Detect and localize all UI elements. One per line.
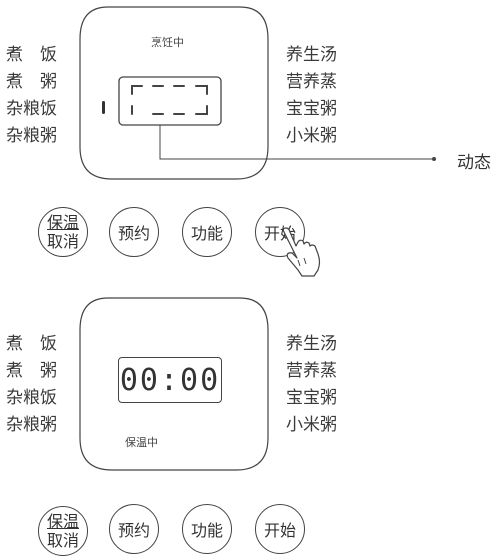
function-label: 功能 [190, 521, 223, 540]
pressing-hand-icon [282, 227, 321, 277]
keep-warm-cancel-button[interactable]: 保温 取消 [38, 506, 88, 556]
menu-item-multigrain-rice: 杂粮饭 [6, 388, 57, 408]
keep-warm-label: 保温 [46, 512, 79, 531]
menu-item-multigrain-porridge: 杂粮粥 [6, 415, 57, 435]
menu-item-cook-rice: 煮 饭 [6, 45, 57, 65]
start-label: 开始 [263, 521, 296, 540]
reserve-label: 预约 [117, 224, 150, 243]
menu-item-health-soup: 养生汤 [286, 45, 337, 65]
menu-item-cook-porridge: 煮 粥 [6, 361, 57, 381]
menu-item-cook-rice: 煮 饭 [6, 334, 57, 354]
callout-leader-line [159, 125, 436, 161]
menu-item-nutrition-steam: 营养蒸 [286, 361, 337, 381]
menu-item-multigrain-rice: 杂粮饭 [6, 99, 57, 119]
menu-item-cook-porridge: 煮 粥 [6, 72, 57, 92]
display-screen-outline [79, 297, 269, 471]
display-screen-outline [79, 6, 269, 180]
segment-display-dynamic [118, 76, 222, 126]
menu-item-millet-porridge: 小米粥 [286, 415, 337, 435]
menu-list-right: 养生汤 营养蒸 宝宝粥 小米粥 [286, 331, 337, 439]
menu-list-left: 煮 饭 煮 粥 杂粮饭 杂粮粥 [6, 331, 57, 439]
function-label: 功能 [190, 224, 223, 243]
callout-label-dynamic: 动态 [457, 153, 491, 173]
menu-list-right: 养生汤 营养蒸 宝宝粥 小米粥 [286, 42, 337, 150]
start-button[interactable]: 开始 [255, 504, 305, 554]
segment-display-clock: 00:00 [118, 357, 222, 403]
menu-item-millet-porridge: 小米粥 [286, 126, 337, 146]
keep-warm-label: 保温 [46, 213, 79, 232]
cancel-label: 取消 [46, 531, 79, 550]
function-button[interactable]: 功能 [182, 504, 232, 554]
menu-item-health-soup: 养生汤 [286, 334, 337, 354]
cooking-state-panel: 煮 饭 煮 粥 杂粮饭 杂粮粥 养生汤 营养蒸 宝宝粥 小米粥 烹饪中 [6, 6, 491, 277]
keep-warm-cancel-button[interactable]: 保温 取消 [38, 207, 88, 257]
function-button[interactable]: 功能 [182, 207, 232, 257]
reserve-label: 预约 [117, 521, 150, 540]
keep-warm-state-panel: 煮 饭 煮 粥 杂粮饭 杂粮粥 养生汤 营养蒸 宝宝粥 小米粥 00:00 保温… [0, 278, 503, 556]
menu-item-baby-porridge: 宝宝粥 [286, 388, 337, 408]
status-text-cooking: 烹饪中 [151, 36, 184, 49]
menu-item-nutrition-steam: 营养蒸 [286, 72, 337, 92]
status-text-keep-warm: 保温中 [125, 436, 158, 449]
indicator-light [102, 101, 105, 114]
menu-list-left: 煮 饭 煮 粥 杂粮饭 杂粮粥 [6, 42, 57, 150]
cancel-label: 取消 [46, 232, 79, 251]
menu-item-baby-porridge: 宝宝粥 [286, 99, 337, 119]
reserve-button[interactable]: 预约 [109, 504, 159, 554]
menu-item-multigrain-porridge: 杂粮粥 [6, 126, 57, 146]
reserve-button[interactable]: 预约 [109, 207, 159, 257]
